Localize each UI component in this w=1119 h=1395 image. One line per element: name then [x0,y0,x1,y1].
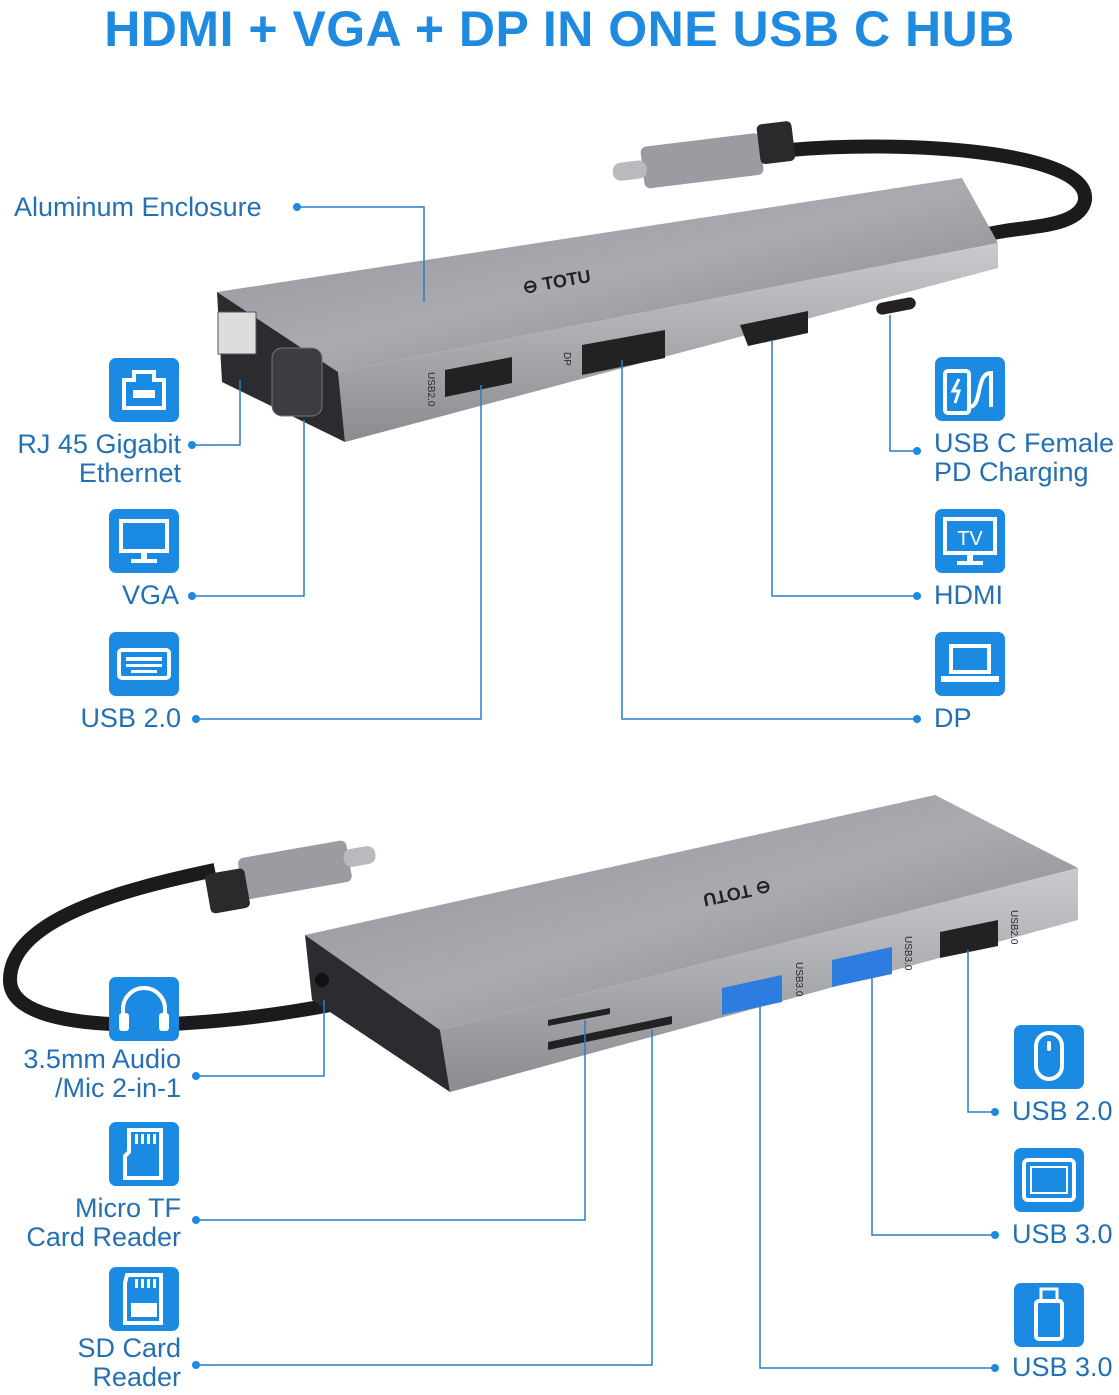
sd-card-icon [109,1267,179,1331]
bottom-usb-c-plug [205,840,376,914]
label-audio-line2: /Mic 2-in-1 [54,1073,181,1103]
top-hub-top-face [217,178,998,372]
label-rj45: RJ 45 Gigabit Ethernet [17,430,181,488]
label-sd-line1: SD Card [77,1333,181,1363]
label-audio: 3.5mm Audio /Mic 2-in-1 [23,1045,181,1103]
laptop-icon [935,632,1005,696]
label-usbc-line1: USB C Female [934,428,1115,458]
label-aluminum-enclosure: Aluminum Enclosure [14,192,262,222]
label-usb-c-pd: USB C Female PD Charging [934,429,1114,487]
charging-plug-icon [935,357,1005,421]
dp-port-marking: DP [561,352,572,366]
top-usb20-port-marking: USB2.0 [425,372,436,407]
label-usb30-b: USB 3.0 [1012,1352,1113,1382]
monitor-icon [109,509,179,573]
usb-drive-icon [1014,1283,1084,1347]
bottom-usb20-port [940,920,998,958]
label-usb20-bottom: USB 2.0 [1012,1096,1113,1126]
usb30-port-b [832,947,892,987]
hdmi-port [740,311,808,346]
label-rj45-line1: RJ 45 Gigabit [17,429,181,459]
label-micro-tf: Micro TF Card Reader [26,1194,181,1252]
bottom-hub-top-face [305,795,1078,1030]
label-usbc-line2: PD Charging [934,457,1089,487]
tf-slot [548,1008,610,1026]
dp-port [582,330,665,375]
label-rj45-line2: Ethernet [78,458,181,488]
top-cable [789,139,1092,242]
rj45-port [217,311,257,355]
bottom-cable [2,863,332,1032]
usb30-port-b-marking: USB3.0 [902,936,913,971]
top-usb-c-plug [612,121,796,189]
tv-icon: TV [935,509,1005,573]
usb30-port-a [722,975,782,1015]
micro-sd-card-icon [109,1122,179,1186]
label-tf-line2: Card Reader [26,1222,181,1252]
audio-jack [315,973,329,987]
mouse-icon [1014,1025,1084,1089]
label-audio-line1: 3.5mm Audio [23,1044,181,1074]
label-tf-line1: Micro TF [75,1193,181,1223]
label-usb20-top: USB 2.0 [80,703,181,733]
page-title: HDMI + VGA + DP IN ONE USB C HUB [104,1,1015,57]
label-sd-card: SD Card Reader [77,1334,181,1392]
tablet-icon [1014,1148,1084,1212]
label-hdmi: HDMI [934,580,1003,610]
top-usb20-port [445,357,512,397]
bottom-usb20-port-marking: USB2.0 [1008,910,1019,945]
sd-slot [548,1016,672,1050]
usb30-port-a-marking: USB3.0 [793,962,804,997]
vga-port [271,347,323,417]
headphones-icon [109,977,179,1041]
label-usb30-a: USB 3.0 [1012,1219,1113,1249]
top-hub-front-face [338,243,998,442]
keyboard-icon [109,632,179,696]
ethernet-port-icon [109,358,179,422]
bottom-hub-end [305,935,450,1092]
usb-c-port [876,297,916,315]
leader-dots [188,203,999,1372]
tv-icon-text: TV [957,528,983,550]
label-sd-line2: Reader [92,1362,181,1392]
label-vga: VGA [121,580,179,610]
label-dp: DP [934,703,972,733]
leader-lines [192,206,995,1369]
